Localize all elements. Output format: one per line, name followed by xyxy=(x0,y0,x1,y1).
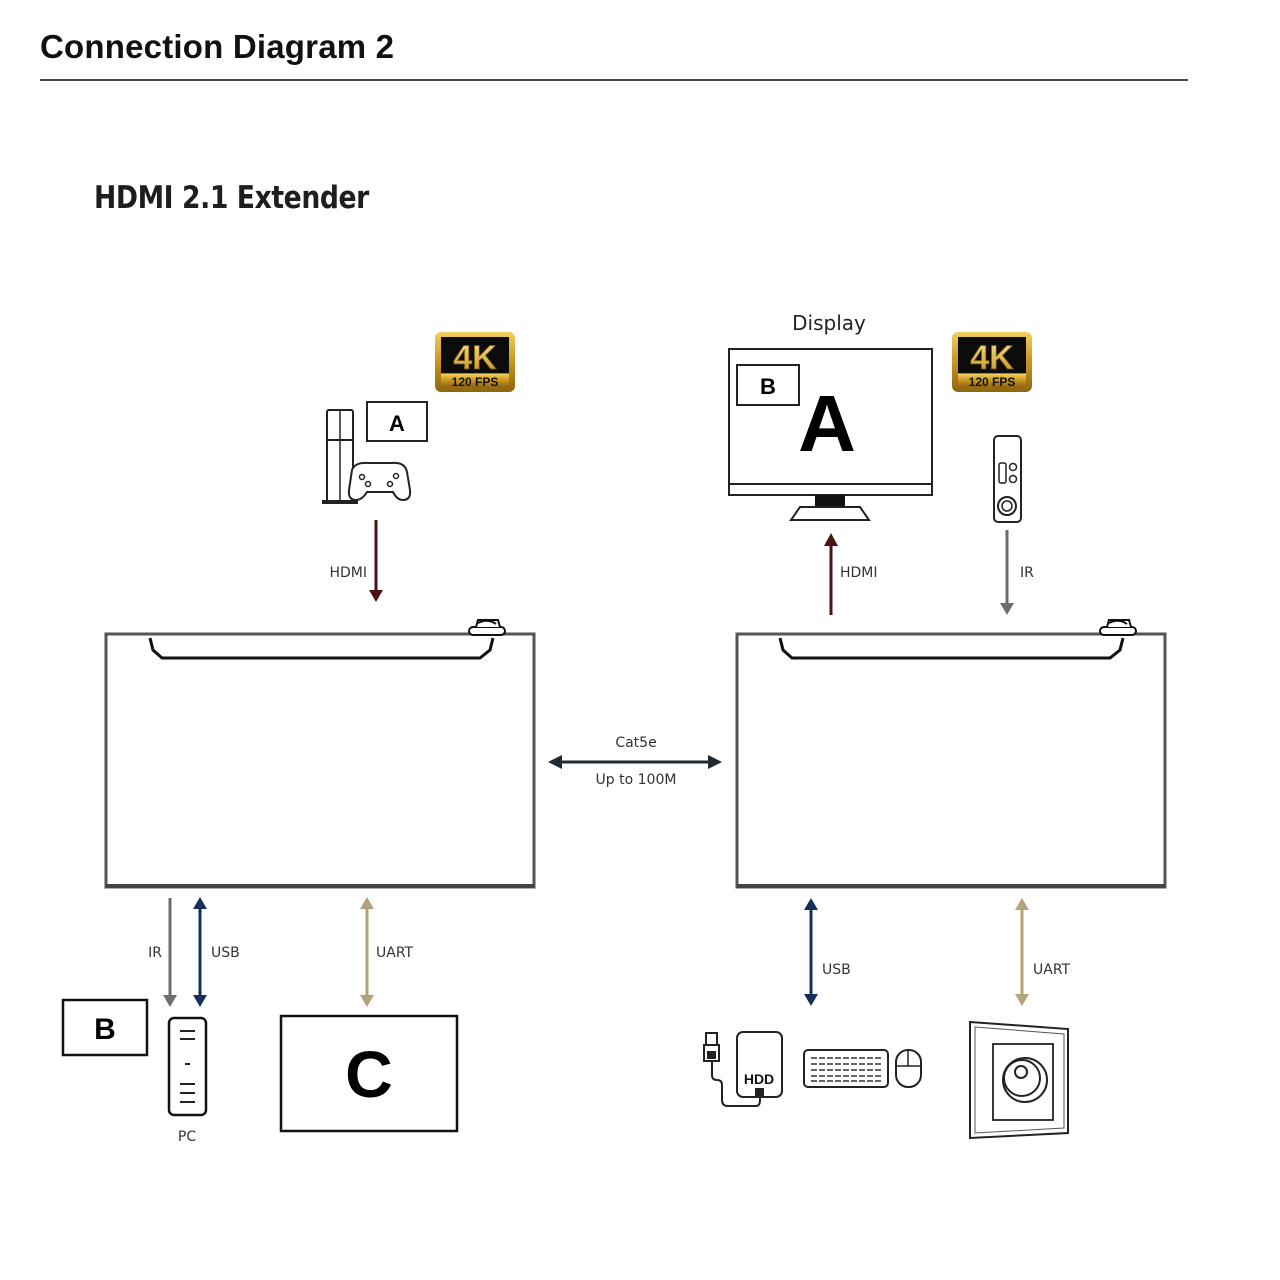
hdmi-label: HDMI xyxy=(840,565,878,581)
svg-text:120 FPS: 120 FPS xyxy=(969,375,1016,389)
usb-label: USB xyxy=(822,962,851,978)
svg-text:C: C xyxy=(345,1037,393,1111)
title-divider xyxy=(40,79,1188,81)
source-a-box: A xyxy=(366,401,428,442)
pc-b-box: B xyxy=(61,998,149,1057)
diagram-subtitle: HDMI 2.1 Extender xyxy=(94,180,369,216)
cat5e-link: Cat5e Up to 100M xyxy=(548,735,722,788)
usb-cable-icon xyxy=(703,1032,761,1107)
cable-type-label: Cat5e xyxy=(615,735,656,751)
wall-control-panel-icon xyxy=(969,1020,1069,1140)
transmitter-unit xyxy=(104,619,536,889)
svg-text:120 FPS: 120 FPS xyxy=(452,375,499,389)
usb-transmitter-arrow: USB xyxy=(193,897,240,1007)
hdmi-input-arrow: HDMI xyxy=(329,520,383,602)
svg-text:A: A xyxy=(798,379,856,468)
hdd-icon: HDD xyxy=(736,1031,783,1098)
control-c-box: C xyxy=(279,1014,459,1133)
antenna-connector-icon xyxy=(1099,619,1137,636)
uart-label: UART xyxy=(1033,962,1071,978)
ir-label: IR xyxy=(1020,565,1034,581)
uart-receiver-arrow: UART xyxy=(1015,898,1071,1006)
pc-label: PC xyxy=(178,1129,196,1145)
svg-text:B: B xyxy=(760,374,776,399)
antenna-connector-icon xyxy=(468,619,506,636)
ir-remote-icon xyxy=(993,435,1022,523)
game-controller-icon xyxy=(347,461,412,502)
usb-receiver-arrow: USB xyxy=(804,898,851,1006)
display-label: Display xyxy=(792,311,866,335)
page-title: Connection Diagram 2 xyxy=(40,28,395,65)
mouse-icon xyxy=(895,1049,922,1088)
uart-transmitter-arrow: UART xyxy=(360,897,414,1007)
ir-label: IR xyxy=(148,945,162,961)
svg-text:A: A xyxy=(389,411,405,436)
receiver-unit xyxy=(735,619,1167,889)
svg-text:B: B xyxy=(94,1013,116,1046)
usb-label: USB xyxy=(211,945,240,961)
uart-label: UART xyxy=(376,945,414,961)
hdmi-label: HDMI xyxy=(329,565,367,581)
distance-label: Up to 100M xyxy=(596,772,677,788)
4k-120fps-badge: 4K 120 FPS xyxy=(952,332,1032,392)
4k-120fps-badge: 4K 120 FPS xyxy=(435,332,515,392)
game-console-icon xyxy=(322,409,358,504)
svg-text:4K: 4K xyxy=(970,339,1014,377)
keyboard-icon xyxy=(803,1049,889,1088)
ir-transmitter-arrow: IR xyxy=(148,898,177,1007)
svg-text:4K: 4K xyxy=(453,339,497,377)
display-icon: B A xyxy=(728,348,933,521)
ir-receiver-arrow: IR xyxy=(1000,530,1034,615)
hdd-label: HDD xyxy=(744,1071,774,1087)
hdmi-output-arrow: HDMI xyxy=(824,533,878,615)
pc-tower-icon xyxy=(167,1016,208,1117)
